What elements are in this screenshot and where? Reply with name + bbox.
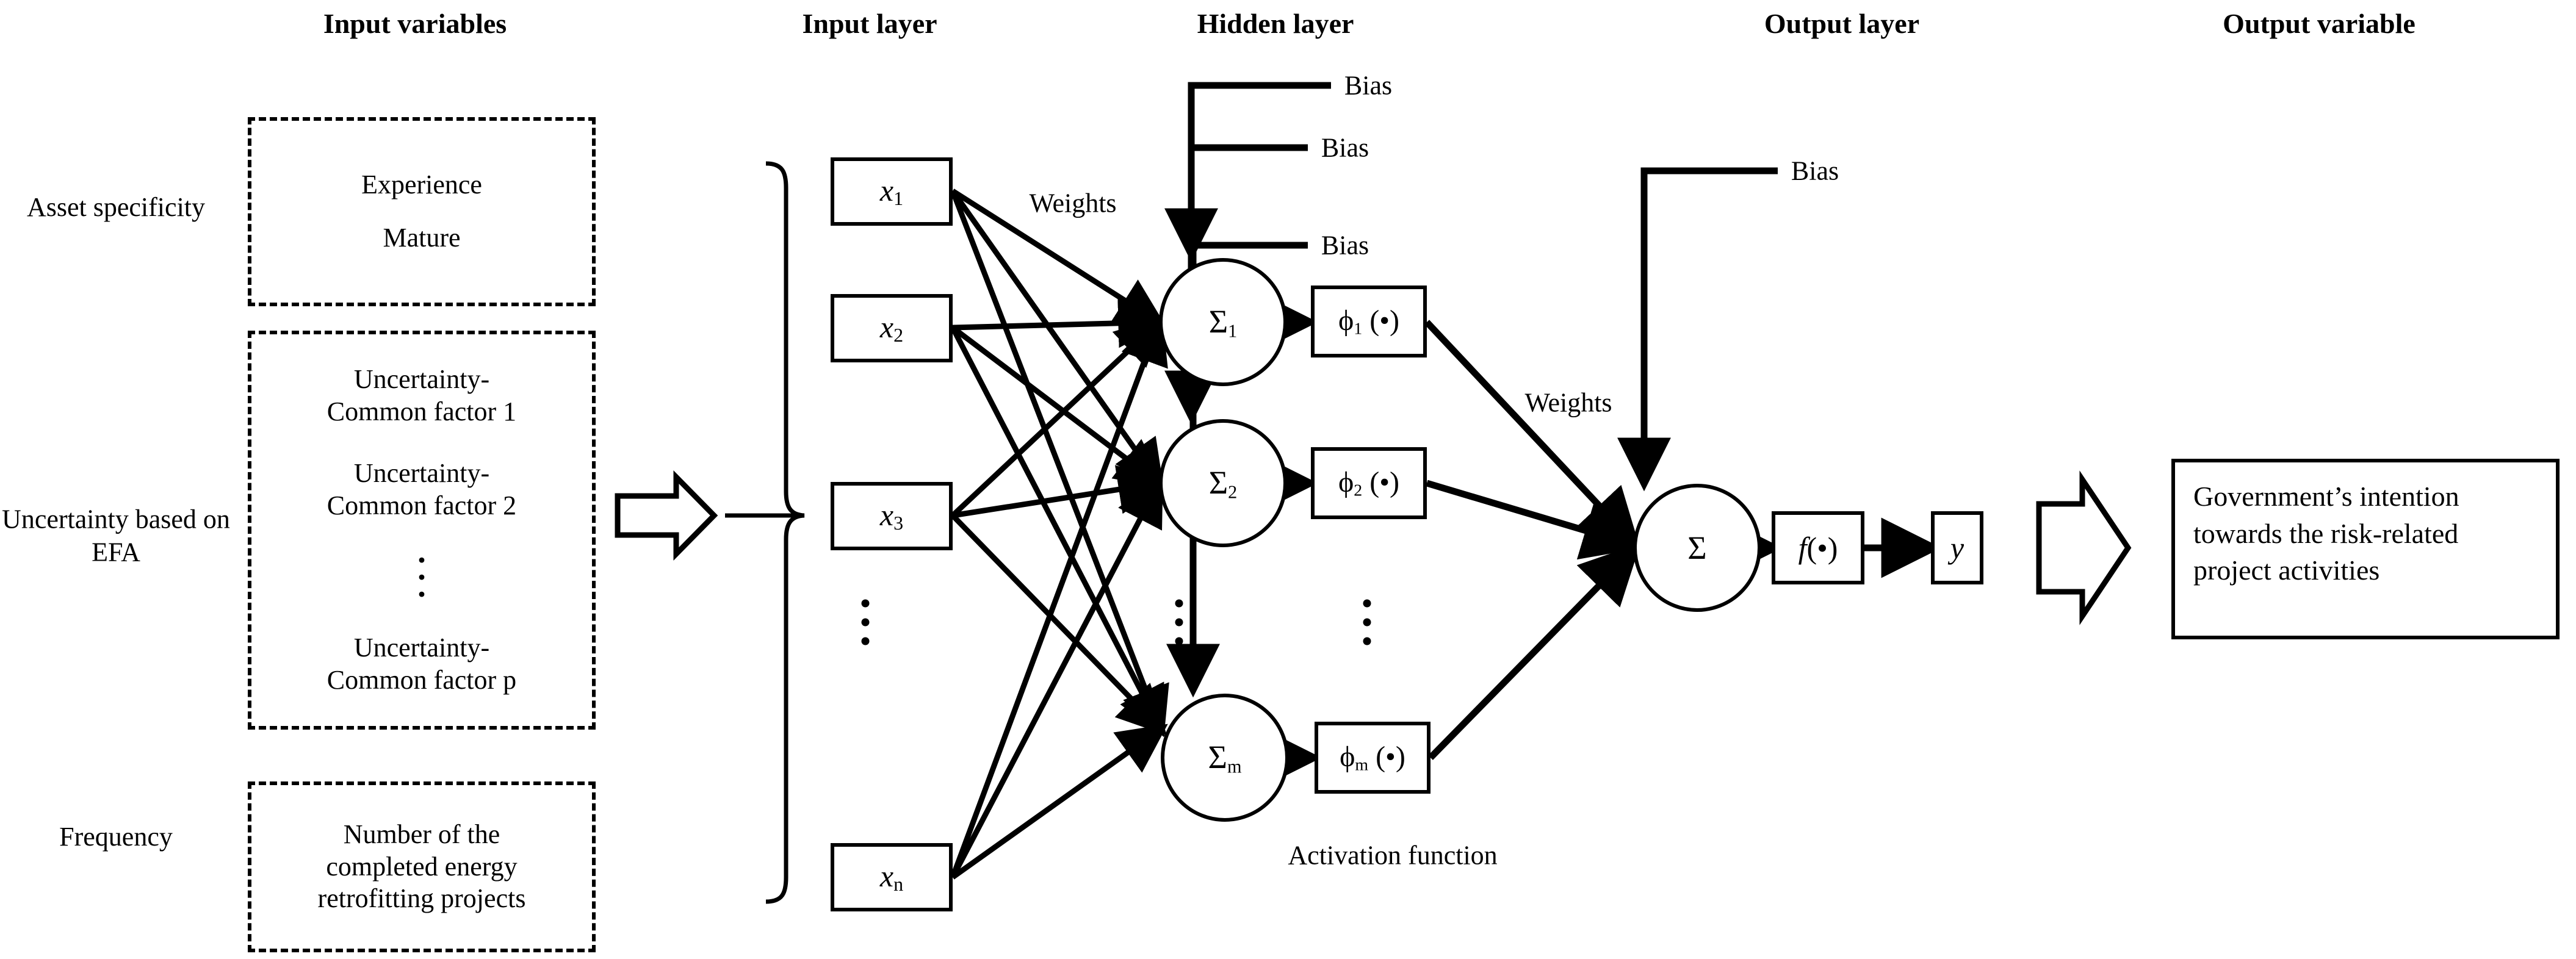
input-variable-item: Mature <box>383 223 461 253</box>
input-node-label: xn <box>879 859 904 896</box>
activation-label: ϕ2 (•) <box>1338 466 1399 500</box>
activation-box-phi-2: ϕ2 (•) <box>1311 447 1427 519</box>
group-label-line: EFA <box>92 537 140 567</box>
output-box-line: the risk-related <box>2289 517 2459 549</box>
input-variable-item: Experience <box>361 170 482 200</box>
weights-label-hidden: Weights <box>1029 188 1117 218</box>
column-title-output-layer: Output layer <box>1764 8 1920 39</box>
hidden-node-sum-1: Σ1 <box>1159 258 1287 386</box>
input-variable-item: Uncertainty-Common factor p <box>327 632 516 697</box>
hidden-layer-ellipsis-icon <box>1175 594 1183 651</box>
group-label-line: based on <box>135 504 230 534</box>
block-arrow-inputs <box>615 470 718 561</box>
column-title-input-variables: Input variables <box>323 8 507 39</box>
activation-box-phi-1: ϕ1 (•) <box>1311 286 1427 357</box>
input-node-label: x1 <box>879 173 904 210</box>
input-layer-brace <box>725 161 805 904</box>
input-variable-text: Uncertainty-Common factor 2 <box>327 458 517 520</box>
group-label-line: Uncertainty <box>2 504 129 534</box>
bias-label-1: Bias <box>1344 70 1393 101</box>
activation-function-caption: Activation function <box>1288 840 1498 871</box>
weight-edges-output <box>1424 320 1643 760</box>
input-variable-item: Uncertainty-Common factor 2 <box>327 458 516 522</box>
uncertainty-box: Uncertainty-Common factor 1 Uncertainty-… <box>248 331 596 730</box>
group-label-frequency: Frequency <box>0 821 232 853</box>
output-box-line: Government’s <box>2193 481 2353 512</box>
input-node-x1: x1 <box>831 157 953 226</box>
group-label-line: Frequency <box>59 822 173 852</box>
input-node-x3: x3 <box>831 482 953 550</box>
hidden-node-sum-m: Σm <box>1161 694 1289 822</box>
asset-specificity-box: Experience Mature <box>248 117 596 306</box>
activation-label: ϕ1 (•) <box>1338 304 1399 339</box>
output-variable-box: Government’s intention towards the risk-… <box>2171 459 2560 639</box>
output-function-box: f(•) <box>1772 511 1864 584</box>
input-variable-item: Uncertainty-Common factor 1 <box>327 364 516 428</box>
hidden-node-sum-2: Σ2 <box>1159 419 1287 547</box>
weights-label-output: Weights <box>1524 387 1612 418</box>
input-node-label: x3 <box>879 498 904 534</box>
hidden-node-label: Σ2 <box>1208 464 1238 503</box>
output-variable-node-y: y <box>1931 511 1983 584</box>
input-variable-text: Uncertainty-Common factor p <box>327 633 517 695</box>
bias-connectors <box>1164 82 1778 698</box>
input-node-label: x2 <box>879 310 904 347</box>
hidden-layer-ellipsis-icon-right <box>1363 594 1371 651</box>
bias-label-output: Bias <box>1791 156 1839 186</box>
output-node-sum: Σ <box>1633 484 1761 612</box>
output-box-line: project activities <box>2193 555 2380 586</box>
group-label-line: Asset <box>26 192 87 223</box>
column-title-input-layer: Input layer <box>802 8 937 39</box>
activation-box-phi-m: ϕm (•) <box>1315 722 1431 794</box>
weight-edges-hidden <box>950 189 1169 880</box>
activation-label: ϕm (•) <box>1340 741 1405 775</box>
bias-label-3: Bias <box>1321 230 1369 260</box>
group-label-uncertainty: Uncertainty based on EFA <box>0 503 232 568</box>
bias-label-2: Bias <box>1321 132 1369 163</box>
output-box-line: intention towards <box>2193 481 2459 549</box>
output-node-label: Σ <box>1687 530 1707 566</box>
input-variable-text: Uncertainty-Common factor 1 <box>327 364 517 426</box>
hidden-node-label: Σ1 <box>1208 303 1238 342</box>
output-variable-label: y <box>1950 531 1964 565</box>
column-title-hidden-layer: Hidden layer <box>1197 8 1354 39</box>
column-title-output-variable: Output variable <box>2223 8 2415 39</box>
output-function-label: f(•) <box>1798 531 1838 565</box>
hidden-node-label: Σm <box>1208 738 1242 777</box>
group-label-line: specificity <box>93 192 206 223</box>
group-label-asset-specificity: Asset specificity <box>0 191 232 224</box>
block-arrow-output <box>2036 470 2132 625</box>
vertical-ellipsis-icon: ··· <box>416 541 427 612</box>
input-layer-ellipsis-icon <box>861 594 870 651</box>
input-node-x2: x2 <box>831 294 953 362</box>
input-node-xn: xn <box>831 843 953 911</box>
